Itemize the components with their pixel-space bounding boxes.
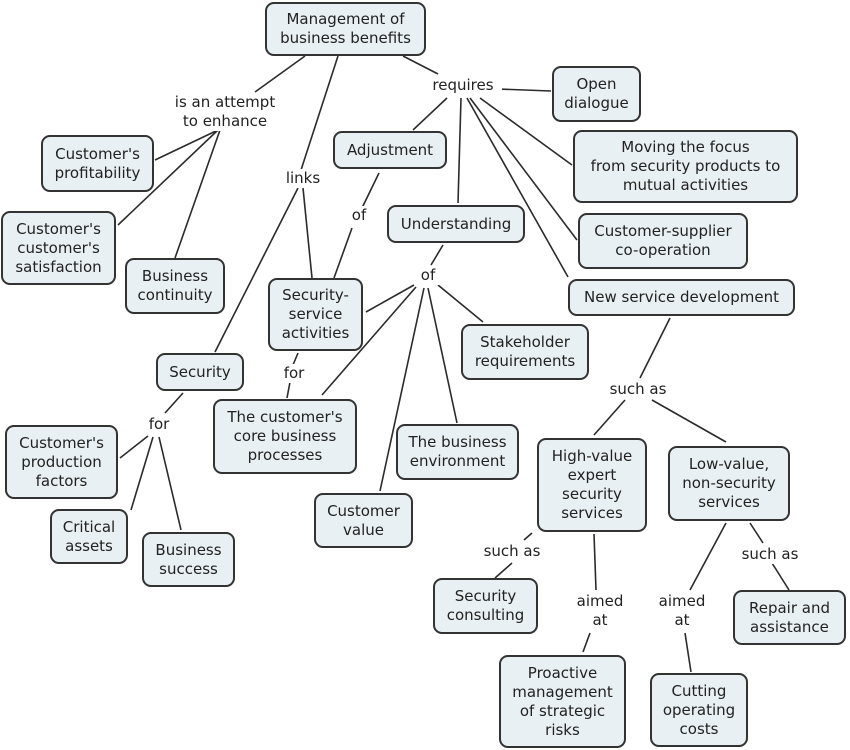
connector-line bbox=[466, 97, 569, 278]
node-business-continuity: Business continuity bbox=[125, 258, 225, 314]
connector-line bbox=[130, 436, 154, 511]
connector-line bbox=[158, 436, 182, 531]
connector-line bbox=[365, 284, 415, 313]
connector-line bbox=[117, 129, 219, 226]
connector-line bbox=[361, 172, 380, 209]
connector-line bbox=[254, 55, 306, 93]
node-new-service-development: New service development bbox=[568, 279, 795, 316]
connector-line bbox=[497, 88, 552, 92]
node-the-business-environment: The business environment bbox=[396, 424, 519, 480]
node-security-consulting: Security consulting bbox=[433, 578, 538, 634]
link-links: links bbox=[283, 169, 323, 188]
node-customers-production-factors: Customer's production factors bbox=[5, 425, 118, 499]
connector-line bbox=[469, 97, 578, 241]
link-requires: requires bbox=[424, 76, 502, 95]
node-adjustment: Adjustment bbox=[333, 131, 447, 169]
connector-line bbox=[286, 381, 291, 399]
connector-line bbox=[437, 284, 484, 323]
connector-line bbox=[333, 227, 353, 279]
connector-line bbox=[523, 532, 533, 541]
connector-line bbox=[174, 129, 221, 259]
node-customers-core-business-processes: The customer's core business processes bbox=[213, 399, 357, 474]
connector-line bbox=[494, 562, 513, 579]
connector-line bbox=[749, 522, 764, 544]
node-stakeholder-requirements: Stakeholder requirements bbox=[461, 324, 589, 380]
connector-line bbox=[379, 287, 425, 492]
connector-line bbox=[154, 129, 219, 161]
node-cutting-operating-costs: Cutting operating costs bbox=[650, 673, 748, 747]
link-such-as-high-value: such as bbox=[477, 542, 547, 561]
node-customer-supplier-cooperation: Customer-supplier co-operation bbox=[578, 213, 748, 269]
connector-line bbox=[302, 187, 313, 279]
node-customers-profitability: Customer's profitability bbox=[41, 135, 154, 192]
node-security: Security bbox=[156, 353, 244, 391]
connector-line bbox=[689, 522, 727, 591]
connector-line bbox=[593, 533, 597, 591]
connector-line bbox=[321, 286, 417, 396]
connector-line bbox=[651, 399, 727, 443]
link-is-an-attempt-to-enhance: is an attempt to enhance bbox=[166, 93, 284, 131]
node-critical-assets: Critical assets bbox=[50, 509, 128, 564]
node-business-success: Business success bbox=[142, 532, 235, 587]
node-understanding: Understanding bbox=[387, 205, 525, 243]
node-proactive-management-of-strategic-risks: Proactive management of strategic risks bbox=[499, 655, 626, 748]
link-such-as-low-value: such as bbox=[734, 545, 806, 564]
connector-line bbox=[457, 97, 462, 204]
connector-line bbox=[639, 317, 671, 379]
connector-line bbox=[582, 632, 591, 653]
node-open-dialogue: Open dialogue bbox=[552, 66, 641, 122]
link-aimed-at-low-value: aimed at bbox=[652, 592, 712, 630]
connector-line bbox=[164, 392, 184, 414]
node-customer-value: Customer value bbox=[314, 493, 413, 548]
node-security-service-activities: Security- service activities bbox=[268, 278, 363, 351]
link-of-understanding: of bbox=[414, 266, 442, 285]
link-for-security-service: for bbox=[278, 364, 310, 383]
node-low-value-non-security-services: Low-value, non-security services bbox=[668, 446, 790, 521]
connector-line bbox=[427, 287, 458, 424]
link-for-security: for bbox=[142, 415, 176, 434]
node-management-of-business-benefits: Management of business benefits bbox=[265, 2, 426, 56]
node-customers-customers-satisfaction: Customer's customer's satisfaction bbox=[1, 211, 116, 285]
link-such-as-new-service: such as bbox=[602, 380, 674, 399]
connector-line bbox=[684, 632, 692, 673]
node-moving-the-focus: Moving the focus from security products … bbox=[573, 130, 798, 203]
connector-line bbox=[214, 187, 299, 353]
connector-line bbox=[430, 244, 444, 266]
connector-line bbox=[119, 435, 149, 459]
connector-line bbox=[771, 562, 790, 591]
connector-line bbox=[402, 55, 439, 75]
node-repair-and-assistance: Repair and assistance bbox=[733, 590, 846, 645]
connector-line bbox=[292, 352, 299, 366]
connector-line bbox=[593, 399, 626, 436]
connector-line bbox=[300, 55, 339, 171]
node-high-value-expert-security-services: High-value expert security services bbox=[537, 438, 647, 532]
connector-line bbox=[412, 97, 448, 131]
connector-line bbox=[479, 97, 573, 166]
link-of-adjustment: of bbox=[345, 206, 373, 225]
link-aimed-at-high-value: aimed at bbox=[570, 592, 630, 630]
